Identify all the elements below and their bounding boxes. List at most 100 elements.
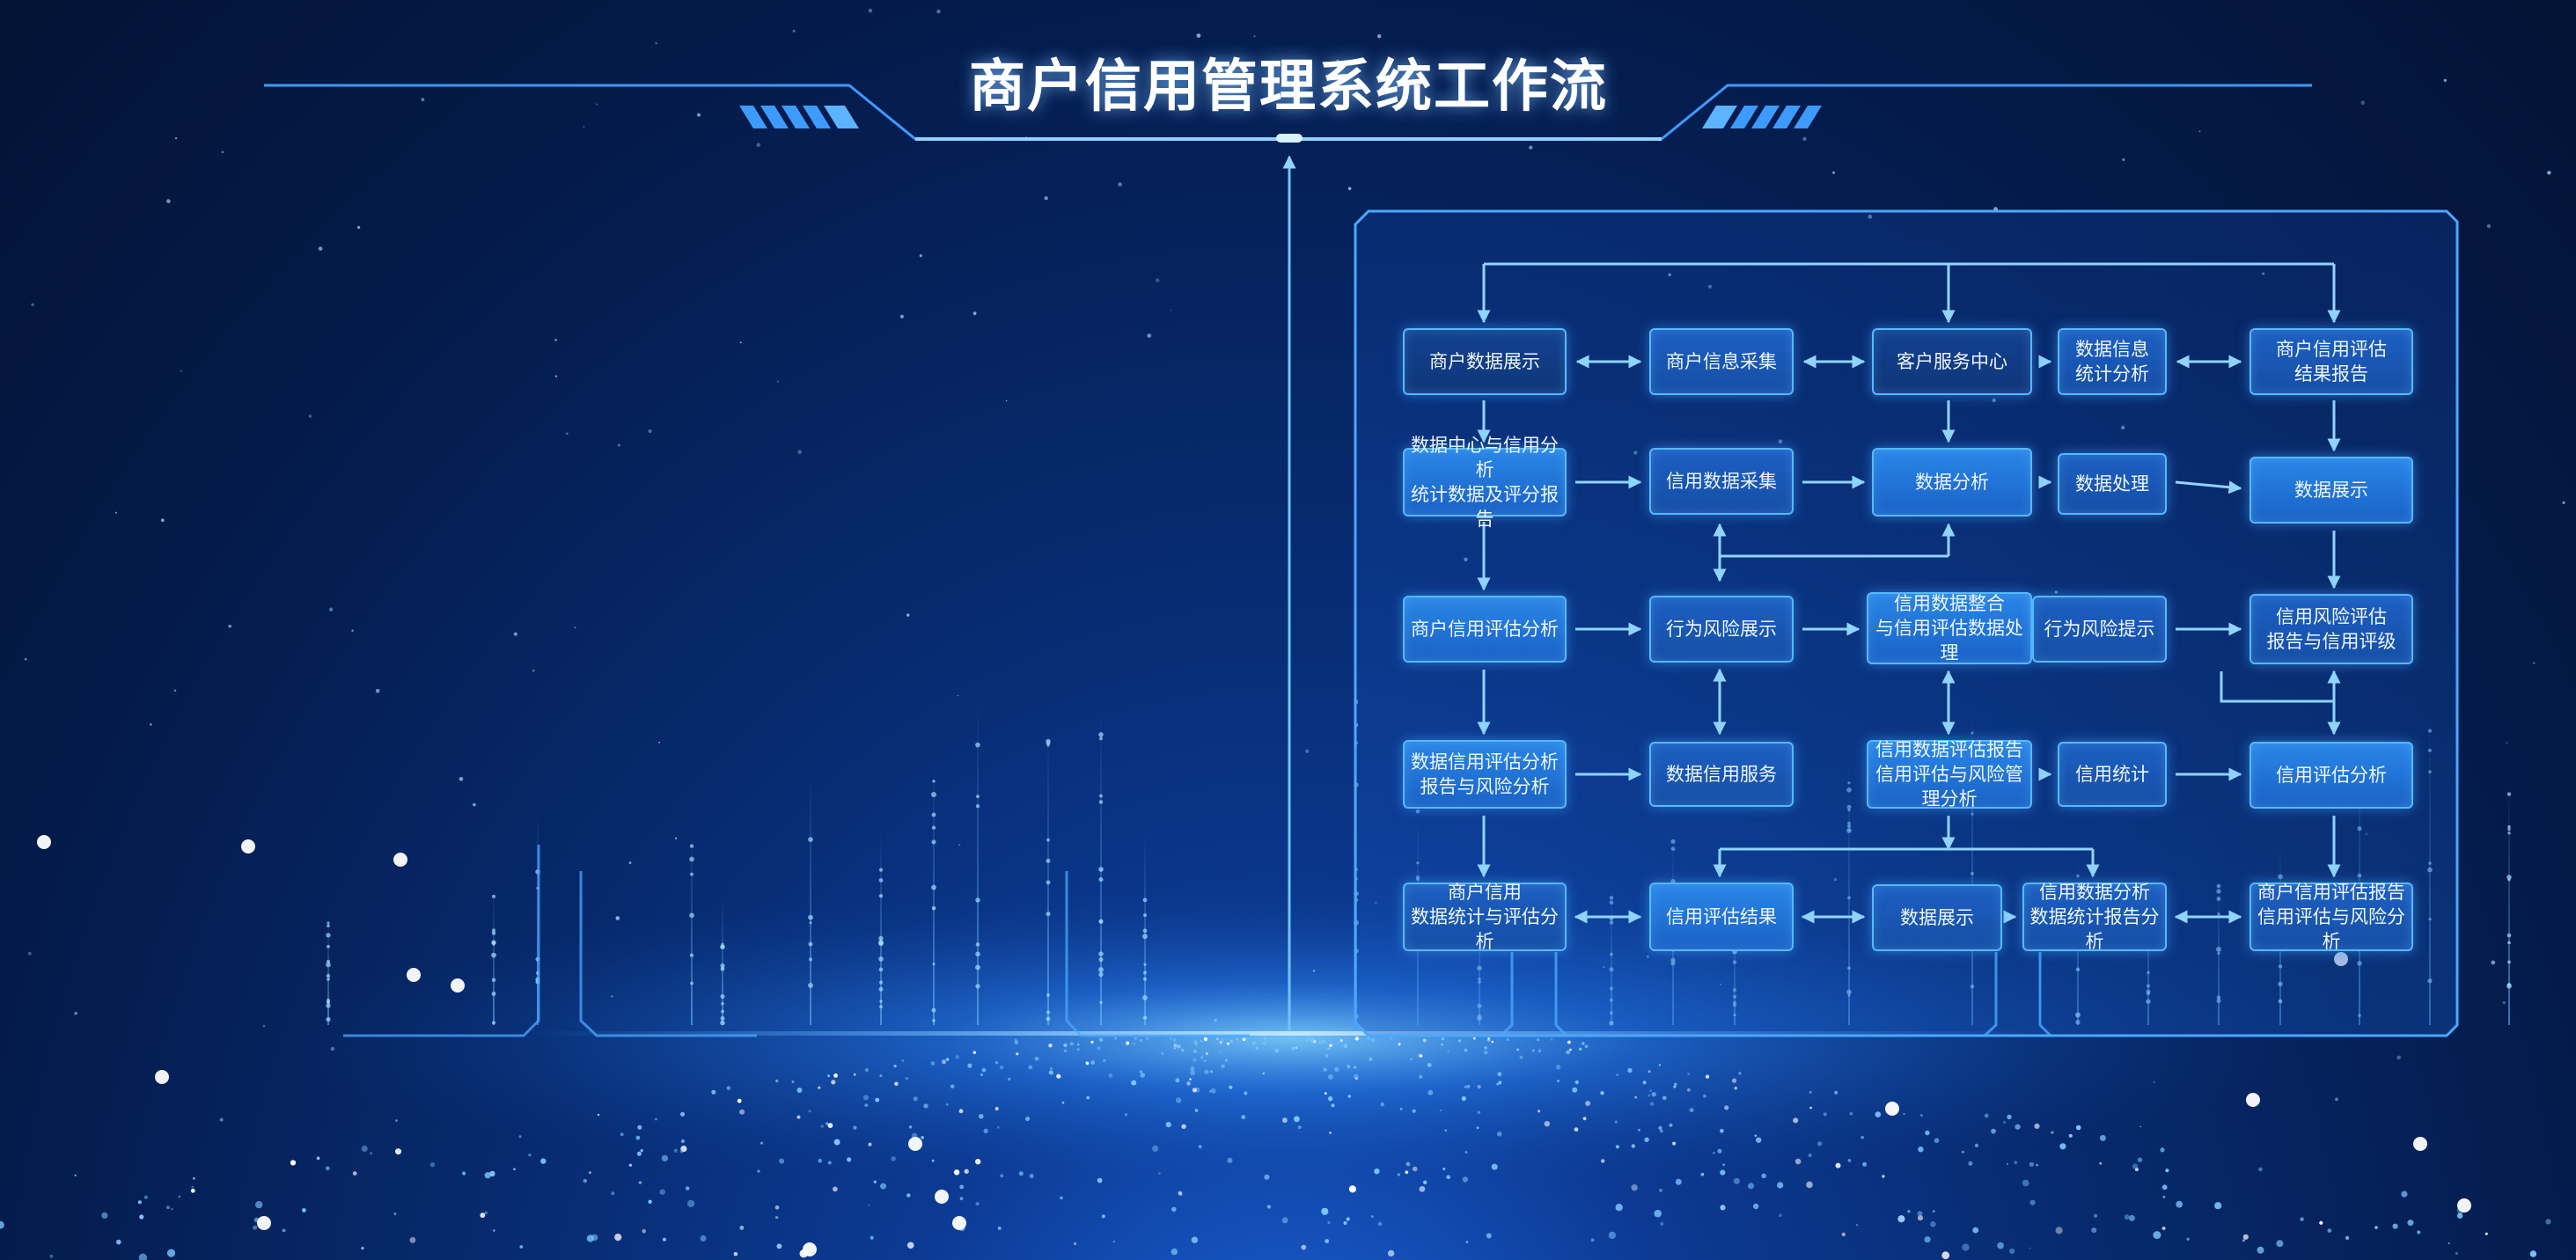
floor-dot [827,1074,830,1078]
column-dot [721,1002,724,1006]
node-behavior-risk-warning[interactable]: 行为风险提示 [2032,596,2167,663]
sparkle [2457,1198,2471,1212]
floor-dot [137,1200,142,1205]
star-dot [173,689,177,692]
floor-dot [1997,1242,2005,1249]
floor-dot [1063,1043,1068,1048]
floor-dot [1377,1221,1383,1227]
star-dot [1405,1161,1411,1167]
floor-dot [1862,1161,1868,1167]
floor-dot [1919,1114,1923,1117]
floor-dot [1674,1082,1677,1086]
floor-dot [1941,1251,1950,1260]
node-credit-data-collection[interactable]: 信用数据采集 [1649,448,1794,515]
floor-dot [2029,1161,2034,1167]
floor-dot [2258,1167,2263,1172]
floor-dot [1028,1065,1033,1070]
floor-dot [1090,1040,1094,1044]
column-dot [689,856,694,862]
floor-dot [654,1117,657,1121]
floor-dot [513,1168,516,1171]
floor-dot [1236,1037,1239,1041]
node-data-analysis[interactable]: 数据分析 [1872,448,2032,516]
column-dot [808,941,813,947]
floor-dot [1190,1070,1195,1076]
floor-dot [1733,1177,1740,1184]
floor-dot [1318,1041,1322,1044]
floor-dot [1897,1215,1904,1223]
floor-dot [942,1059,946,1065]
floor-dot [2392,1223,2398,1229]
node-merchant-credit-assessment[interactable]: 商户信用评估分析 [1403,596,1567,663]
column-dot [1098,967,1104,972]
floor-dot [1654,1209,1662,1218]
star-dot [2198,130,2201,133]
node-credit-statistics[interactable]: 信用统计 [2058,742,2167,807]
node-credit-data-integration[interactable]: 信用数据整合 与信用评估数据处理 [1867,592,2032,664]
node-data-credit-risk-report[interactable]: 数据信用评估分析 报告与风险分析 [1403,740,1567,809]
floor-dot [833,1073,838,1078]
node-data-statistics[interactable]: 数据信息 统计分析 [2058,328,2167,395]
sparkle [1885,1102,1899,1116]
floor-dot [945,1058,950,1061]
floor-dot [1491,1040,1494,1044]
floor-dot [49,1254,54,1258]
star-dot [574,626,576,629]
node-data-center-analysis[interactable]: 数据中心与信用分析 统计数据及评分报告 [1403,435,1567,530]
connector-arrow [2175,480,2242,494]
floor-dot [950,1084,955,1089]
floor-dot [1631,1184,1638,1191]
floor-dot [1251,1041,1256,1045]
node-behavior-risk-display[interactable]: 行为风险展示 [1649,596,1794,663]
node-merchant-data-display[interactable]: 商户数据展示 [1403,328,1567,395]
floor-dot [1192,1088,1197,1093]
column-dot [1099,1000,1103,1004]
floor-dot [1835,1162,1841,1168]
node-credit-data-stats-report[interactable]: 信用数据分析 数据统计报告分析 [2022,882,2167,952]
node-credit-risk-rating-report[interactable]: 信用风险评估 报告与信用评级 [2249,594,2413,664]
node-credit-evaluation-result[interactable]: 信用评估结果 [1649,883,1794,951]
sparkle [952,1216,966,1230]
floor-dot [1875,1111,1882,1117]
star-dot [180,370,183,372]
node-data-display-bottom[interactable]: 数据展示 [1872,884,2002,951]
floor-dot [2161,1227,2166,1230]
floor-dot [1703,1094,1706,1098]
floor-dot [191,1185,194,1189]
floor-dot [409,1236,416,1243]
floor-dot [996,1125,1000,1129]
node-credit-evaluation-analysis[interactable]: 信用评估分析 [2249,742,2413,809]
node-credit-evaluation-report[interactable]: 信用数据评估报告 信用评估与风险管理分析 [1867,739,2032,809]
floor-dot [659,1189,665,1195]
floor-dot [983,1128,988,1134]
node-merchant-info-collection[interactable]: 商户信息采集 [1649,328,1794,395]
node-merchant-credit-risk-report[interactable]: 商户信用评估报告 信用评估与风险分析 [2249,882,2413,952]
column-dot [932,962,936,966]
node-merchant-credit-stats[interactable]: 商户信用 数据统计与评估分析 [1403,882,1567,952]
floor-dot [1221,1064,1225,1068]
column-dot [931,1007,936,1013]
node-data-credit-service[interactable]: 数据信用服务 [1649,742,1794,807]
node-customer-service-center[interactable]: 客户服务中心 [1872,328,2032,395]
star-dot [726,1086,731,1090]
floor-dot [1458,1039,1462,1043]
star-dot [655,41,657,45]
floor-dot [1472,1037,1476,1040]
star-dot [658,741,660,744]
node-data-display[interactable]: 数据展示 [2249,457,2413,524]
node-data-processing[interactable]: 数据处理 [2058,453,2167,515]
node-credit-report[interactable]: 商户信用评估 结果报告 [2249,328,2413,395]
floor-dot [946,1103,949,1106]
floor-dot [1752,1203,1759,1210]
column-dot [2507,941,2511,945]
star-dot [1214,1019,1217,1022]
star-dot [675,837,678,839]
star-dot [792,29,796,33]
floor-dot [1925,1130,1930,1136]
star-dot [375,689,380,693]
floor-dot [880,1183,886,1190]
floor-dot [1823,1112,1827,1117]
star-dot [554,339,557,341]
column-dot [975,951,980,956]
star-dot [972,311,977,316]
